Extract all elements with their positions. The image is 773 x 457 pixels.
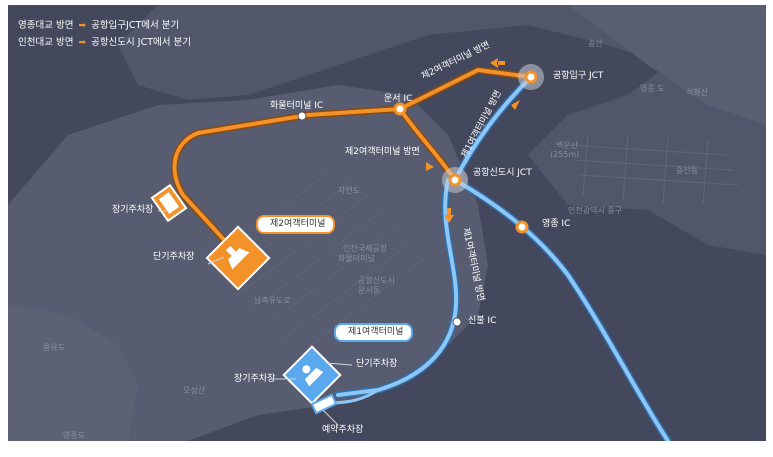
bg-label: 공항신도시 <box>358 276 395 285</box>
unseo-ic-marker <box>393 102 407 116</box>
town-grid <box>567 134 739 206</box>
arrow-right-icon: ➡ <box>78 21 87 31</box>
t2-direction-lower-label: 제2여객터미널 방면 <box>345 147 420 157</box>
airport-newtown-jct-marker <box>448 173 462 187</box>
terminal1-name-bubble: 제1여객터미널 <box>334 323 414 342</box>
legend-line-2: 인천대교 방면 ➡ 공항신도시 JCT에서 분기 <box>18 37 191 49</box>
bg-label: 영종도 <box>63 431 86 440</box>
t1-short-term-parking-label: 단기주차장 <box>356 359 398 369</box>
bg-label: 자연도 <box>338 186 361 195</box>
t1-reserved-parking-icon <box>310 393 338 415</box>
arrow-right-icon: ➡ <box>78 38 87 48</box>
terminal2-icon <box>205 225 271 291</box>
t2-short-term-parking-label: 단기주차장 <box>153 252 195 262</box>
yeongjong-ic-label: 영종 IC <box>542 219 571 229</box>
legend-line-2-from: 인천대교 방면 <box>18 37 74 48</box>
yeongjong-island-land <box>118 5 766 255</box>
bg-label: 영종 도 <box>640 84 665 93</box>
t1-long-term-parking-label: 장기주차장 <box>234 374 276 384</box>
t1-reserved-leader <box>322 409 339 426</box>
arrow-left-icon <box>490 58 505 68</box>
bg-label: 석화산 <box>686 88 709 97</box>
bg-label: 중산동 <box>676 166 699 175</box>
sinbul-ic-label: 신불 IC <box>468 316 497 326</box>
airport-entrance-jct-marker <box>524 70 538 84</box>
bg-label: (255m) <box>550 150 580 159</box>
terminal1-icon <box>282 345 342 405</box>
t1-short-term-leader <box>325 362 353 366</box>
legend-line-1-to: 공항입구JCT에서 분기 <box>91 20 180 31</box>
bg-label: 송산 <box>588 39 603 48</box>
bg-label: 백운산 <box>556 141 579 150</box>
bg-label: 운서동 <box>358 286 381 295</box>
arrow-down-icon <box>444 208 454 223</box>
unseo-ic-label: 운서 IC <box>384 94 413 104</box>
bg-label: 남측유도로 <box>254 296 291 305</box>
bg-label: 인천광역시 중구 <box>568 206 623 215</box>
terminal2-name-bubble: 제2여객터미널 <box>256 215 336 234</box>
legend-line-1: 영종대교 방면 ➡ 공항입구JCT에서 분기 <box>18 20 179 32</box>
t2-short-term-leader <box>207 256 225 265</box>
cargo-terminal-ic-marker <box>297 111 307 121</box>
bg-label: 오성산 <box>183 386 206 395</box>
north-land <box>568 5 766 125</box>
bg-label: 용유도 <box>43 343 66 352</box>
bg-label: 인천국제공항 <box>343 244 388 253</box>
yeongjong-ic-marker <box>515 220 529 234</box>
t1-reserved-parking-label: 예약주차장 <box>322 425 364 435</box>
t2-long-term-parking-label: 장기주차장 <box>112 205 154 215</box>
airport-newtown-jct-label: 공항신도시 JCT <box>473 168 532 178</box>
airport-entrance-jct-label: 공항입구 JCT <box>553 71 604 81</box>
legend-line-2-to: 공항신도시 JCT에서 분기 <box>91 37 192 48</box>
map-canvas <box>8 5 766 441</box>
direction-arrows <box>426 58 520 223</box>
sinbul-ic-marker <box>452 317 462 327</box>
arrow-down-left-icon <box>511 100 520 110</box>
cargo-terminal-ic-label: 화물터미널 IC <box>270 101 324 111</box>
yongyu-island-land <box>8 305 138 441</box>
airport-route-map: 영종대교 방면 ➡ 공항입구JCT에서 분기 인천대교 방면 ➡ 공항신도시 J… <box>8 5 766 441</box>
arrow-up-left-icon <box>426 162 434 171</box>
t2-long-term-parking-inner <box>158 192 180 214</box>
bg-label: 화물터미널 <box>338 254 375 263</box>
legend-line-1-from: 영종대교 방면 <box>18 20 74 31</box>
